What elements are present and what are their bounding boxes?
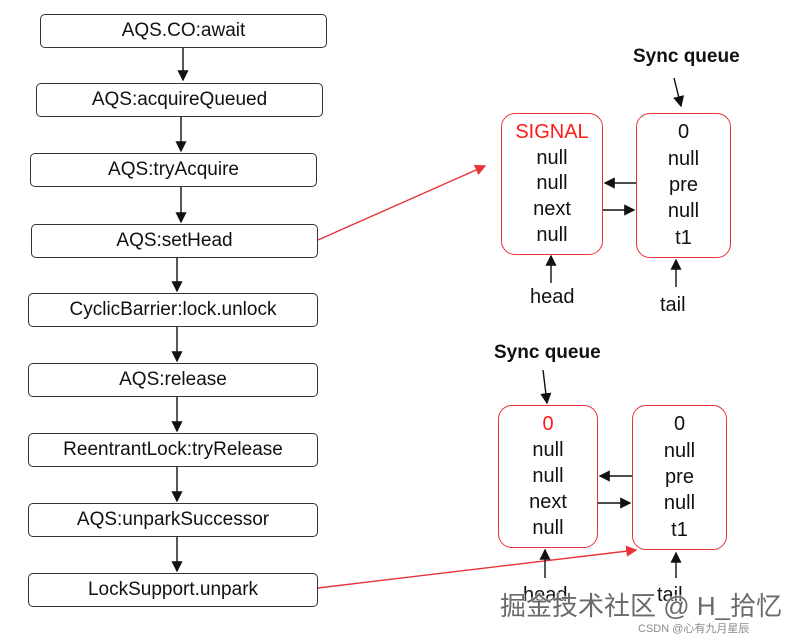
node-field: next xyxy=(529,491,567,513)
node-field: null xyxy=(532,517,564,539)
wait-status-value: 0 xyxy=(673,413,686,436)
sync-queue-tail-node: 0 null pre null t1 xyxy=(636,113,731,258)
node-field: t1 xyxy=(675,226,692,249)
watermark-text: 掘金技术社区 @ H_拾忆 xyxy=(500,591,783,621)
flow-step-try-release: ReentrantLock:tryRelease xyxy=(28,433,318,467)
tail-pointer-label: tail xyxy=(657,584,683,606)
sync-queue-title: Sync queue xyxy=(633,46,740,67)
sync-queue-title: Sync queue xyxy=(494,342,601,363)
sync-queue-head-node: SIGNAL null null next null xyxy=(501,113,603,255)
wait-status-value: 0 xyxy=(677,121,690,144)
flow-step-unpark: LockSupport.unpark xyxy=(28,573,318,607)
node-field: pre xyxy=(665,465,694,488)
sync-queue-head-node: 0 null null next null xyxy=(498,405,598,548)
unpark-link-arrow xyxy=(317,545,638,589)
tail-pointer-label: tail xyxy=(660,294,686,316)
node-field: null xyxy=(532,465,564,487)
watermark-subtext: CSDN @心有九月星辰 xyxy=(638,623,750,635)
wait-status-value: SIGNAL xyxy=(515,120,589,143)
node-field: null xyxy=(667,147,700,170)
wait-status-value: 0 xyxy=(542,413,554,435)
flow-step-try-acquire: AQS:tryAcquire xyxy=(30,153,317,187)
head-pointer-label: head xyxy=(523,584,568,606)
node-field: null xyxy=(663,439,696,462)
node-field: null xyxy=(536,172,568,195)
node-field: next xyxy=(533,198,571,221)
flow-step-acquire-queued: AQS:acquireQueued xyxy=(36,83,323,117)
node-field: null xyxy=(663,492,696,515)
node-field: pre xyxy=(669,173,698,196)
node-field: t1 xyxy=(671,518,688,541)
flow-step-set-head: AQS:setHead xyxy=(31,224,318,258)
flow-step-unpark-successor: AQS:unparkSuccessor xyxy=(28,503,318,537)
node-field: null xyxy=(536,146,568,169)
sethead-link-arrow xyxy=(317,164,487,241)
node-field: null xyxy=(532,439,564,461)
head-pointer-label: head xyxy=(530,286,575,308)
sync-queue-tail-node: 0 null pre null t1 xyxy=(632,405,727,550)
flow-step-await: AQS.CO:await xyxy=(40,14,327,48)
title-arrow xyxy=(540,369,552,405)
title-arrow xyxy=(673,77,685,108)
flow-step-release: AQS:release xyxy=(28,363,318,397)
node-field: null xyxy=(536,224,568,247)
flow-step-lock-unlock: CyclicBarrier:lock.unlock xyxy=(28,293,318,327)
node-field: null xyxy=(667,200,700,223)
